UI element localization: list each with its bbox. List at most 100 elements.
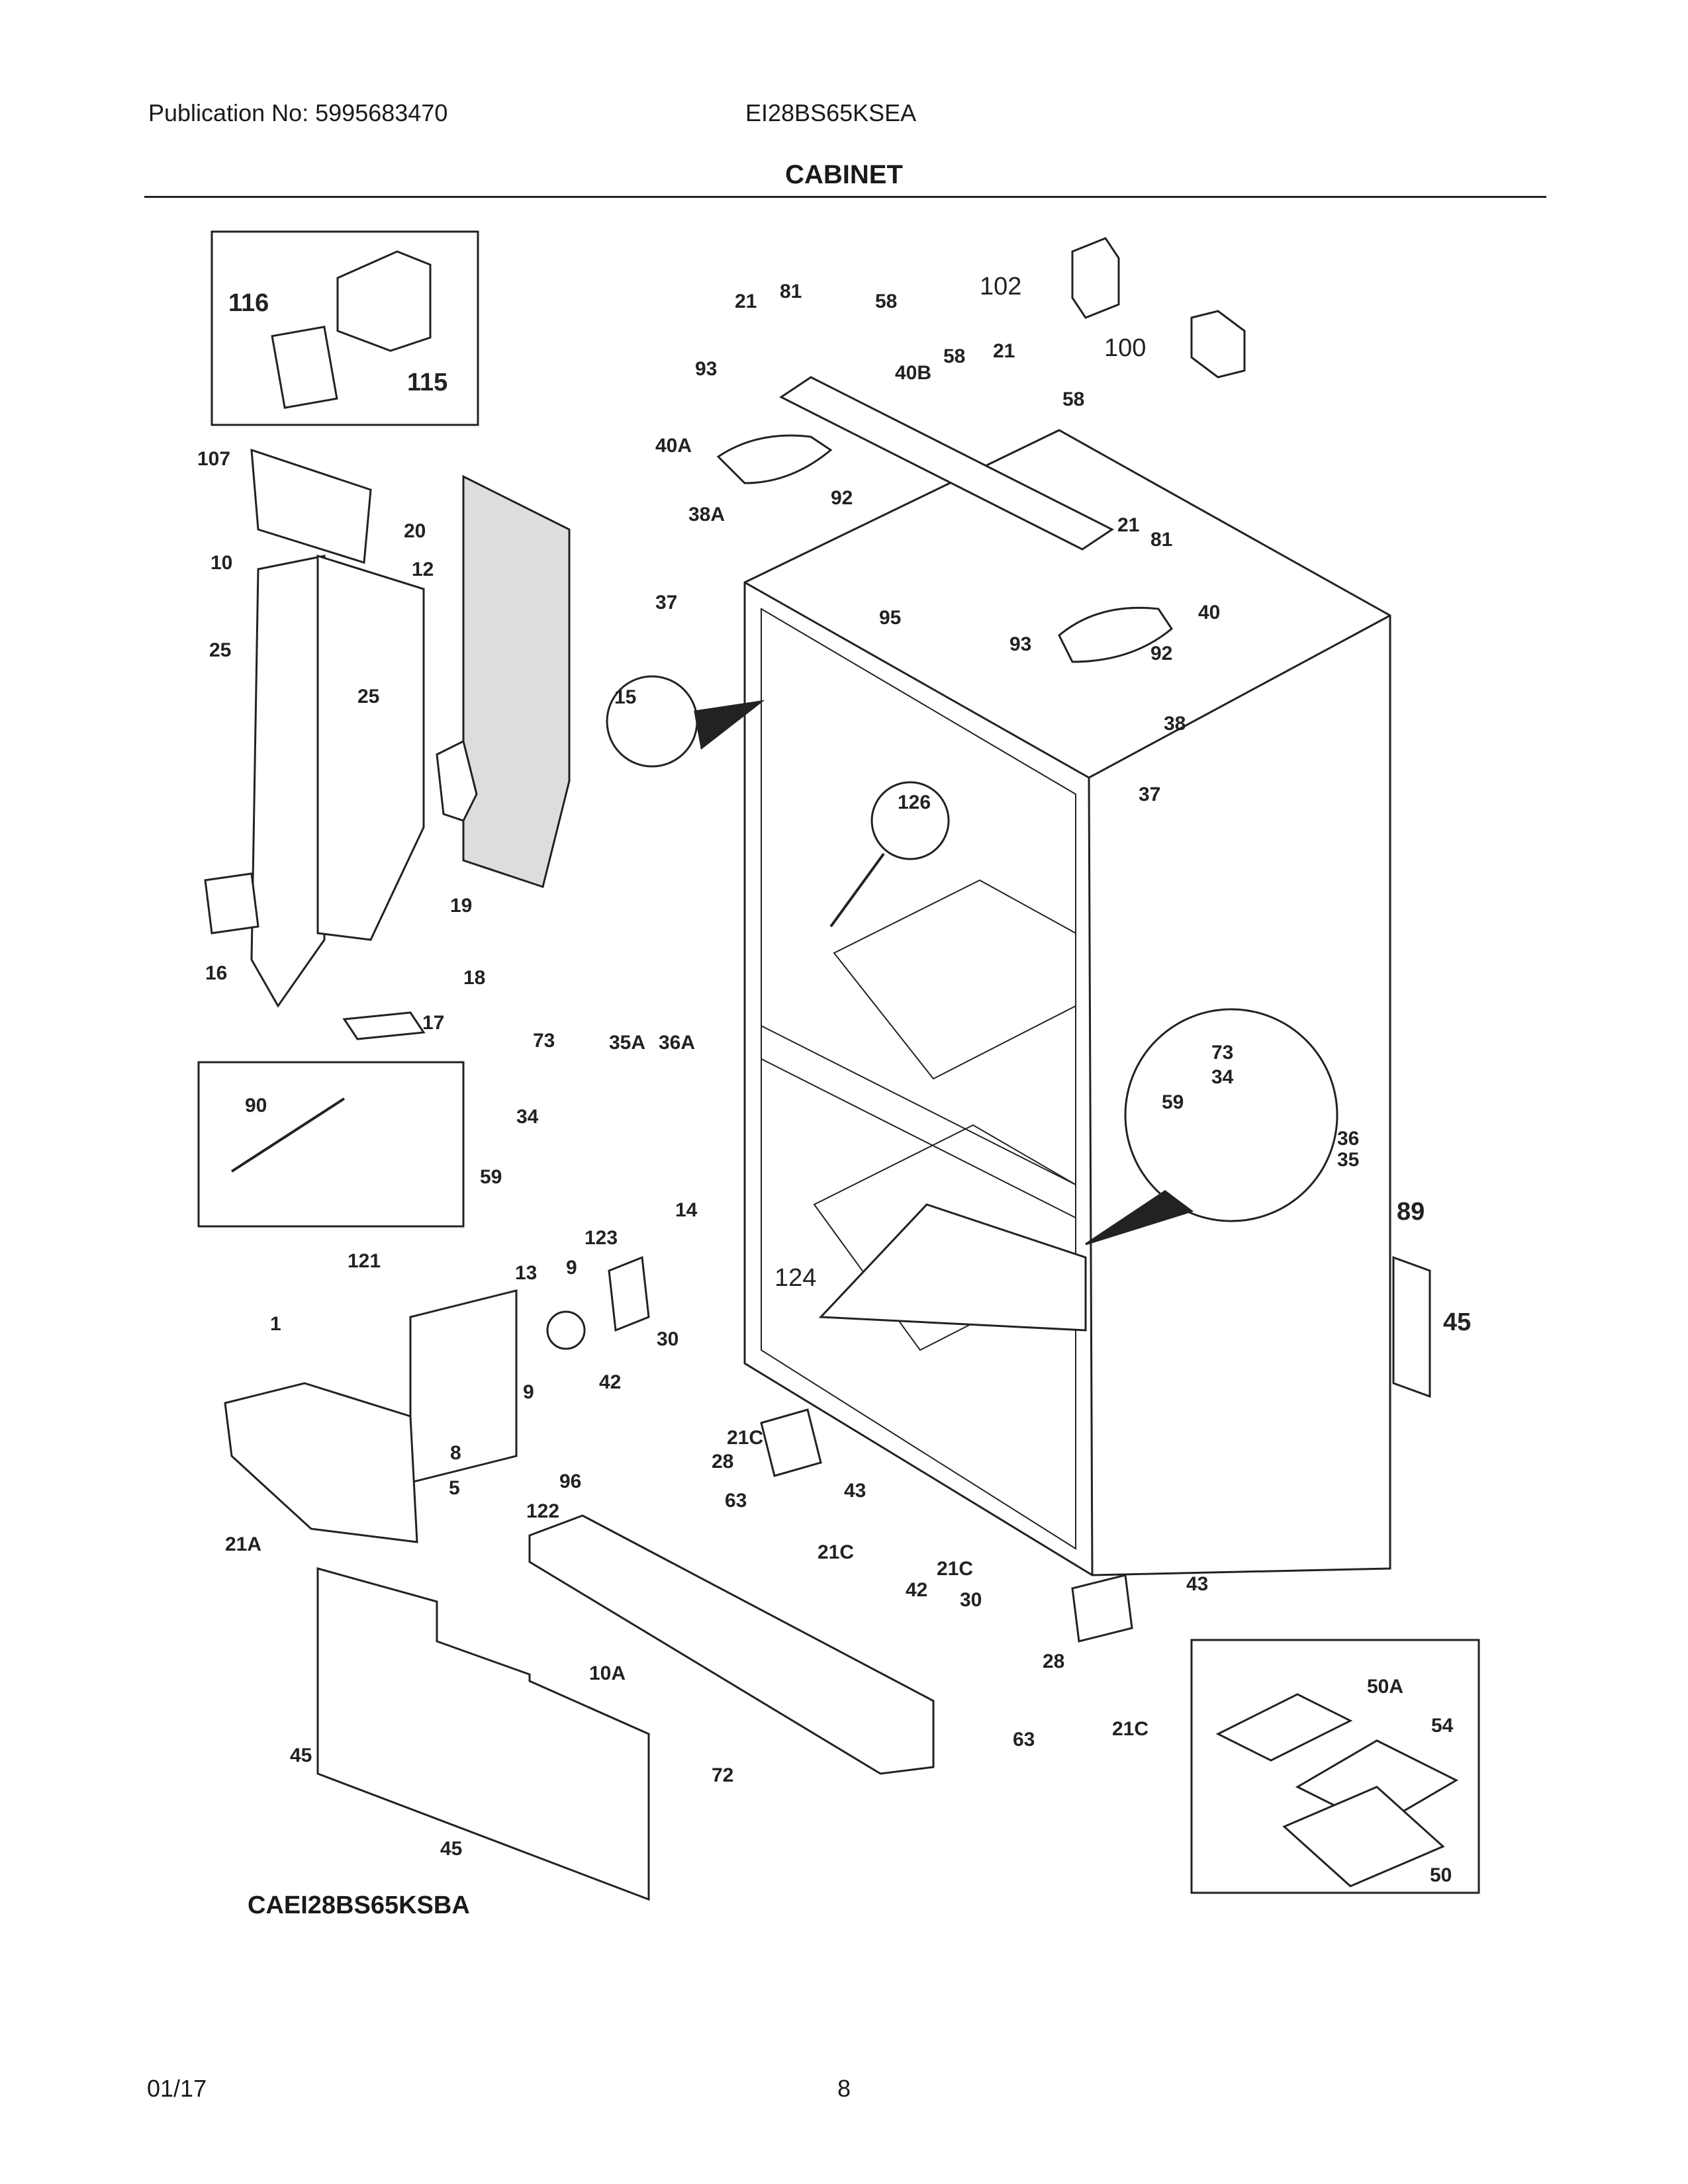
callout-54: 54 (1431, 1715, 1454, 1737)
callout-38a: 38A (688, 504, 725, 525)
sensor-probe-90 (230, 1097, 346, 1173)
drip-tray-124 (818, 1203, 1087, 1332)
callout-9-b: 9 (523, 1381, 534, 1403)
hinge-cover-40b (779, 376, 1114, 551)
callout-28-b: 28 (1043, 1651, 1064, 1672)
callout-40a: 40A (655, 435, 692, 457)
hinge-bracket-28b (1071, 1574, 1133, 1643)
hinge-102 (1071, 237, 1120, 319)
callout-58-a: 58 (875, 291, 897, 312)
callout-92-b: 92 (1150, 643, 1172, 664)
callout-121: 121 (348, 1250, 381, 1272)
callout-43-a: 43 (844, 1480, 866, 1502)
callout-73-b: 73 (1211, 1042, 1233, 1064)
callout-21a: 21A (225, 1533, 261, 1555)
bracket-19 (436, 739, 478, 822)
callout-90: 90 (245, 1095, 267, 1116)
callout-21c-d: 21C (1112, 1718, 1149, 1740)
callout-89: 89 (1397, 1198, 1425, 1226)
callout-96: 96 (559, 1471, 581, 1492)
callout-21c-b: 21C (818, 1541, 854, 1563)
callout-15: 15 (614, 686, 636, 708)
gasket-116 (271, 326, 338, 409)
hinge-cover-40 (1058, 606, 1173, 663)
door-16 (204, 872, 259, 934)
publication-number: Publication No: 5995683470 (148, 99, 448, 126)
detail-wedge-hinge (1085, 1190, 1194, 1246)
callout-21-top: 21 (735, 291, 757, 312)
callout-100: 100 (1104, 334, 1146, 362)
callout-50a: 50A (1367, 1676, 1403, 1698)
hinge-bracket-28 (760, 1408, 822, 1477)
callout-81-top: 81 (780, 281, 802, 302)
rear-panel-10a (316, 1567, 650, 1901)
callout-115: 115 (407, 369, 447, 396)
callout-21c-c: 21C (937, 1558, 973, 1580)
callout-1: 1 (270, 1313, 281, 1335)
footer-date: 01/17 (147, 2075, 207, 2102)
inset-box-sensor-90 (197, 1061, 465, 1228)
callout-30-a: 30 (657, 1328, 679, 1350)
callout-16: 16 (205, 962, 227, 984)
callout-42-b: 42 (906, 1579, 927, 1601)
dispenser-frame-12 (316, 554, 425, 941)
callout-21c-a: 21C (727, 1427, 763, 1449)
callout-28-a: 28 (712, 1451, 733, 1473)
bracket-123 (608, 1255, 650, 1332)
callout-50: 50 (1430, 1864, 1452, 1886)
callout-45-right: 45 (1443, 1308, 1471, 1336)
hinge-cover-40a (716, 434, 833, 484)
ice-tray-50a (1215, 1693, 1353, 1762)
callout-5: 5 (449, 1477, 460, 1499)
cabinet-body (743, 429, 1391, 1576)
model-number: EI28BS65KSEA (745, 99, 917, 126)
detail-circle-hinge (1124, 1008, 1338, 1222)
callout-58-b: 58 (943, 345, 965, 367)
callout-126: 126 (898, 792, 931, 813)
inset-box-ice-chute (211, 230, 479, 426)
callout-63-a: 63 (725, 1490, 747, 1512)
callout-123: 123 (585, 1227, 618, 1249)
callout-92-a: 92 (831, 487, 853, 509)
page-title: CABINET (785, 160, 903, 189)
callout-19: 19 (450, 895, 472, 917)
callout-107: 107 (197, 448, 230, 470)
callout-45-left: 45 (290, 1745, 312, 1766)
callout-36: 36 (1337, 1128, 1359, 1150)
callout-81-b: 81 (1150, 529, 1172, 551)
fan-shroud-96 (409, 1289, 518, 1484)
callout-35a: 35A (609, 1032, 645, 1054)
callout-34-b: 34 (1211, 1066, 1234, 1088)
icemaker-50 (1282, 1786, 1445, 1888)
grille-72 (528, 1514, 935, 1775)
callout-72: 72 (712, 1764, 733, 1786)
callout-40b: 40B (895, 362, 931, 384)
detail-circle-126 (870, 781, 950, 860)
callout-25-right: 25 (357, 686, 379, 707)
callout-10: 10 (211, 552, 232, 574)
callout-43-b: 43 (1186, 1573, 1208, 1595)
callout-25-left: 25 (209, 639, 231, 661)
callout-93-b: 93 (1009, 633, 1031, 655)
callout-122: 122 (526, 1500, 559, 1522)
cover-1 (224, 1382, 418, 1543)
callout-59-a: 59 (480, 1166, 502, 1188)
title-rule (144, 196, 1546, 198)
callout-59-b: 59 (1162, 1091, 1184, 1113)
hinge-100 (1190, 310, 1246, 379)
bracket-89 (1392, 1255, 1431, 1398)
callout-9-a: 9 (566, 1257, 577, 1279)
insulation-20 (462, 475, 571, 888)
ice-chute-115 (336, 250, 432, 352)
inset-box-ice-tray (1190, 1639, 1480, 1894)
callout-14: 14 (675, 1199, 698, 1221)
callout-73-a: 73 (533, 1030, 555, 1052)
catalog-code: CAEI28BS65KSBA (248, 1891, 470, 1919)
chute-door-107 (250, 448, 372, 564)
dispenser-panel-10 (250, 555, 326, 1008)
callout-35: 35 (1337, 1149, 1359, 1171)
callout-102: 102 (980, 273, 1021, 300)
callout-37-b: 37 (1139, 784, 1160, 805)
callout-12: 12 (412, 559, 434, 580)
fan-motor-13 (546, 1310, 586, 1350)
